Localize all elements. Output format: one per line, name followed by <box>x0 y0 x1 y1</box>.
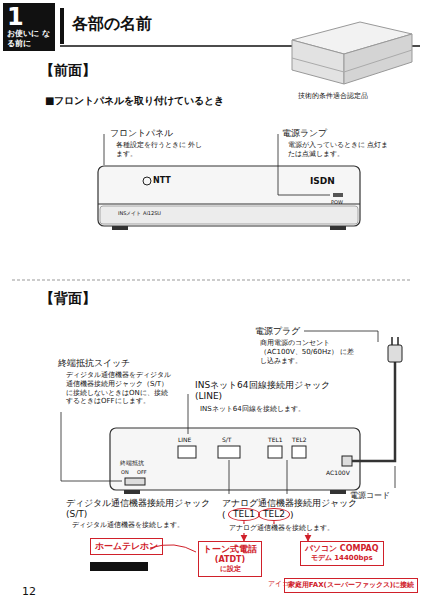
switch-marking: 終端抵抗 <box>120 459 144 467</box>
leader-line <box>104 134 105 165</box>
circled-port: TEL2 <box>258 508 290 521</box>
handwritten-box: ホームテレホン <box>90 538 163 555</box>
node-text: モデム 14400bps <box>305 554 379 563</box>
page-number: 12 <box>22 585 36 599</box>
redaction-bar <box>90 562 148 571</box>
jack-marking: S/T <box>222 436 232 444</box>
part-description: アナログ通信機器を接続します。 <box>228 524 335 533</box>
node-heading: 1 <box>7 5 51 29</box>
bracket-text: ( <box>222 510 226 521</box>
title-bar <box>60 8 64 44</box>
leader-line <box>229 460 230 494</box>
jack-marking: AC100V <box>326 469 350 477</box>
model-name: INSメイト Ai12SU <box>118 210 161 216</box>
leader-line <box>395 466 396 488</box>
power-cord <box>352 362 395 461</box>
handwritten-box: パソコン COMPAQモデム 14400bps <box>300 541 384 566</box>
node-heading: TEL2 <box>263 509 285 520</box>
node-heading: 家庭用FAX(スーパーファックス)に接続 <box>288 581 414 590</box>
part-description: 商用電源のコンセント （AC100V、50/60Hz） に差し込みます。 <box>260 339 356 365</box>
node-heading: トーン式電話 <box>203 544 257 555</box>
part-name: 終端抵抗スイッチ <box>58 358 130 369</box>
rear-device <box>110 428 360 494</box>
leader-line <box>188 394 189 434</box>
section-heading: 【前面】 <box>40 62 96 80</box>
node-text: (ATDT) <box>203 555 257 565</box>
node-heading: パソコン COMPAQ <box>305 544 379 554</box>
certification-note: 技術的条件適合認定品 <box>298 92 368 101</box>
power-plug <box>388 337 402 362</box>
jack-marking: LINE <box>178 436 191 444</box>
part-description: 電源が入っているときに 点灯または点滅します。 <box>288 141 390 159</box>
logo-text: ISDN <box>310 176 335 187</box>
sub-heading: ■フロントパネルを取り付けているとき <box>45 95 224 108</box>
part-description: ディジタル通信機器を接続します。 <box>72 521 184 530</box>
switch-marking: OFF <box>137 469 147 475</box>
part-name: 電源プラグ <box>255 326 300 337</box>
part-description: 各種設定を行うときに 外します。 <box>116 141 208 159</box>
part-name: フロントパネル <box>110 128 173 139</box>
bracket-text: ) <box>290 510 294 521</box>
logo-text: NTT <box>153 176 171 186</box>
panel-marking: POW <box>331 199 343 205</box>
section-divider <box>12 280 412 281</box>
node-heading: ホームテレホン <box>95 541 158 552</box>
part-description: ディジタル通信機器をディジタル 通信機器接続用ジャック（S/T） に接続しないと… <box>66 371 174 406</box>
jack-marking: TEL2 <box>292 436 307 444</box>
part-name: INSネット64回線接続用ジャック (LINE) <box>195 380 347 403</box>
front-device <box>98 166 360 230</box>
part-description: INSネット64回線を接続します。 <box>200 405 305 414</box>
device-photo <box>292 22 412 84</box>
section-heading: 【背面】 <box>40 290 96 308</box>
node-text: に設定 <box>203 565 257 574</box>
page-title: 各部の名前 <box>72 14 152 34</box>
handwritten-box: 家庭用FAX(スーパーファックス)に接続 <box>284 578 418 593</box>
leader-line <box>61 412 122 481</box>
part-name: 電源ランプ <box>282 128 327 139</box>
part-name: ディジタル通信機器接続用ジャック (S/T) <box>66 498 218 521</box>
handwritten-box: トーン式電話(ATDT)に設定 <box>198 541 262 577</box>
chapter-tab: 1お使いに なる前に <box>3 3 55 51</box>
switch-marking: ON <box>121 469 129 475</box>
circled-port: TEL1 <box>228 508 260 521</box>
jack-marking: TEL1 <box>268 436 283 444</box>
node-text: お使いに なる前に <box>7 29 51 49</box>
leader-line <box>287 460 288 494</box>
node-heading: TEL1 <box>233 509 255 520</box>
